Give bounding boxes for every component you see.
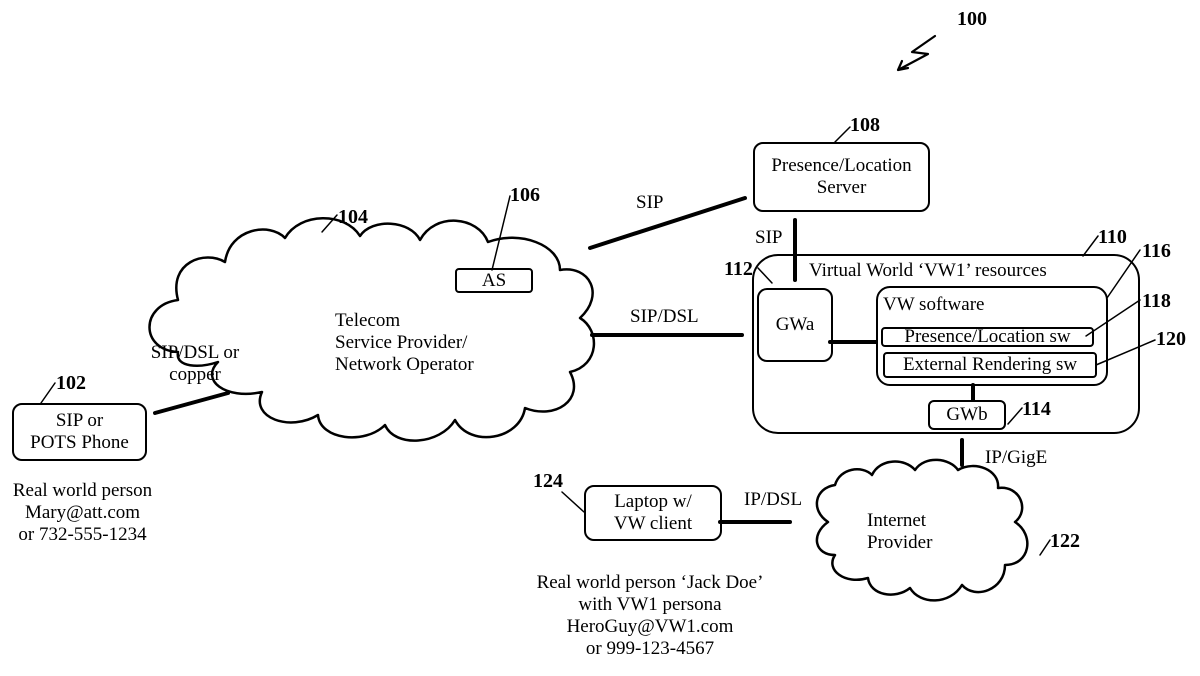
jack-caption: Real world person ‘Jack Doe’ with VW1 pe… bbox=[520, 572, 780, 660]
laptop-line-2: VW client bbox=[614, 513, 692, 535]
leader-122 bbox=[1040, 540, 1050, 555]
link-label-vw-internet: IP/GigE bbox=[985, 447, 1047, 469]
phone-label-line-2: POTS Phone bbox=[30, 432, 129, 454]
ref-104: 104 bbox=[338, 206, 368, 228]
mary-caption-line-3: or 732-555-1234 bbox=[0, 524, 165, 546]
ref-120: 120 bbox=[1156, 328, 1186, 350]
phone-node[interactable]: SIP or POTS Phone bbox=[12, 403, 147, 461]
link-label-phone-telecom-line-2: copper bbox=[135, 364, 255, 386]
presence-sw-node[interactable]: Presence/Location sw bbox=[881, 327, 1094, 347]
ref-108: 108 bbox=[850, 114, 880, 136]
leader-106 bbox=[492, 196, 510, 270]
internet-cloud-label: Internet Provider bbox=[867, 510, 932, 554]
ref-106: 106 bbox=[510, 184, 540, 206]
jack-caption-line-1: Real world person ‘Jack Doe’ bbox=[520, 572, 780, 594]
presence-server-line-1: Presence/Location bbox=[771, 155, 911, 177]
jack-caption-line-3: HeroGuy@VW1.com bbox=[520, 616, 780, 638]
link-label-phone-telecom: SIP/DSL or copper bbox=[135, 342, 255, 386]
telecom-label-line-3: Network Operator bbox=[335, 354, 474, 376]
jack-caption-line-2: with VW1 persona bbox=[520, 594, 780, 616]
telecom-label-line-1: Telecom bbox=[335, 310, 474, 332]
internet-label-line-2: Provider bbox=[867, 532, 932, 554]
ref-100: 100 bbox=[957, 8, 987, 30]
mary-caption-line-2: Mary@att.com bbox=[0, 502, 165, 524]
phone-label-line-1: SIP or bbox=[56, 410, 103, 432]
presence-server-line-2: Server bbox=[817, 177, 867, 199]
ref-102: 102 bbox=[56, 372, 86, 394]
link-label-laptop-internet: IP/DSL bbox=[744, 489, 802, 511]
ref-116: 116 bbox=[1142, 240, 1171, 262]
link-telecom-presence bbox=[590, 198, 745, 248]
ref-112: 112 bbox=[724, 258, 753, 280]
vw-software-label: VW software bbox=[883, 294, 984, 316]
gateway-a-node[interactable]: GWa bbox=[757, 288, 833, 362]
rendering-sw-node[interactable]: External Rendering sw bbox=[883, 352, 1097, 378]
laptop-line-1: Laptop w/ bbox=[614, 491, 692, 513]
gateway-b-node[interactable]: GWb bbox=[928, 400, 1006, 430]
mary-caption-line-1: Real world person bbox=[0, 480, 165, 502]
telecom-cloud-label: Telecom Service Provider/ Network Operat… bbox=[335, 310, 474, 376]
link-label-phone-telecom-line-1: SIP/DSL or bbox=[135, 342, 255, 364]
link-phone-telecom bbox=[155, 393, 228, 413]
leader-108 bbox=[835, 127, 850, 142]
ref-110: 110 bbox=[1098, 226, 1127, 248]
vw-resources-label: Virtual World ‘VW1’ resources bbox=[809, 260, 1047, 282]
laptop-node[interactable]: Laptop w/ VW client bbox=[584, 485, 722, 541]
app-server-label: AS bbox=[482, 270, 506, 292]
figure-arrow-icon bbox=[898, 36, 935, 70]
ref-122: 122 bbox=[1050, 530, 1080, 552]
link-label-presence-vw: SIP bbox=[755, 227, 782, 249]
presence-sw-label: Presence/Location sw bbox=[904, 326, 1070, 348]
app-server-node[interactable]: AS bbox=[455, 268, 533, 293]
leader-102 bbox=[41, 383, 55, 403]
link-label-telecom-presence: SIP bbox=[636, 192, 663, 214]
internet-label-line-1: Internet bbox=[867, 510, 932, 532]
ref-124: 124 bbox=[533, 470, 563, 492]
gateway-b-label: GWb bbox=[946, 404, 987, 426]
presence-server-node[interactable]: Presence/Location Server bbox=[753, 142, 930, 212]
link-label-telecom-vw: SIP/DSL bbox=[630, 306, 699, 328]
leader-110 bbox=[1083, 236, 1098, 256]
jack-caption-line-4: or 999-123-4567 bbox=[520, 638, 780, 660]
gateway-a-label: GWa bbox=[776, 314, 815, 336]
mary-caption: Real world person Mary@att.com or 732-55… bbox=[0, 480, 165, 546]
leader-124 bbox=[562, 492, 584, 512]
ref-118: 118 bbox=[1142, 290, 1171, 312]
telecom-label-line-2: Service Provider/ bbox=[335, 332, 474, 354]
rendering-sw-label: External Rendering sw bbox=[903, 354, 1077, 376]
